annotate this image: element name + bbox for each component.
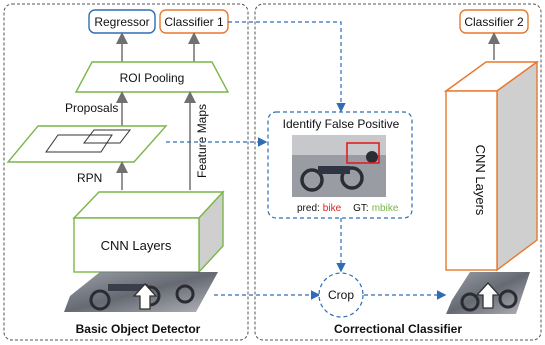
left-panel-title: Basic Object Detector <box>76 322 201 336</box>
right-cnn-side <box>496 60 538 272</box>
right-up-arrow <box>475 282 501 309</box>
feature-maps-label: Feature Maps <box>195 104 209 178</box>
right-cnn-label: CNN Layers <box>473 145 488 216</box>
classifier2-label: Classifier 2 <box>464 15 524 29</box>
dashed-classifier1-to-identify <box>228 21 346 113</box>
right-panel-title: Correctional Classifier <box>334 322 462 336</box>
left-cnn-front <box>73 217 200 273</box>
roi-pooling-label: ROI Pooling <box>120 71 185 85</box>
classifier1-label: Classifier 1 <box>164 15 224 29</box>
left-up-arrow <box>132 283 158 310</box>
false-positive-box <box>346 142 380 164</box>
crop-label: Crop <box>328 288 354 302</box>
right-panel-border <box>254 3 542 341</box>
right-cnn-front <box>445 90 498 271</box>
identify-fp-title: Identify False Positive <box>283 117 400 131</box>
proposal-box-1 <box>45 134 113 153</box>
regressor-label: Regressor <box>94 15 149 29</box>
proposals-label: Proposals <box>65 101 118 115</box>
identify-fp-image <box>292 135 386 197</box>
crop-node <box>318 272 364 318</box>
left-cnn-top <box>72 191 225 219</box>
left-cnn-label: CNN Layers <box>101 238 172 253</box>
roi-pooling-shape <box>74 61 230 93</box>
rpn-label: RPN <box>77 171 102 185</box>
left-panel-border <box>3 3 249 341</box>
proposals-plane <box>6 125 168 163</box>
proposal-box-2 <box>82 129 132 144</box>
